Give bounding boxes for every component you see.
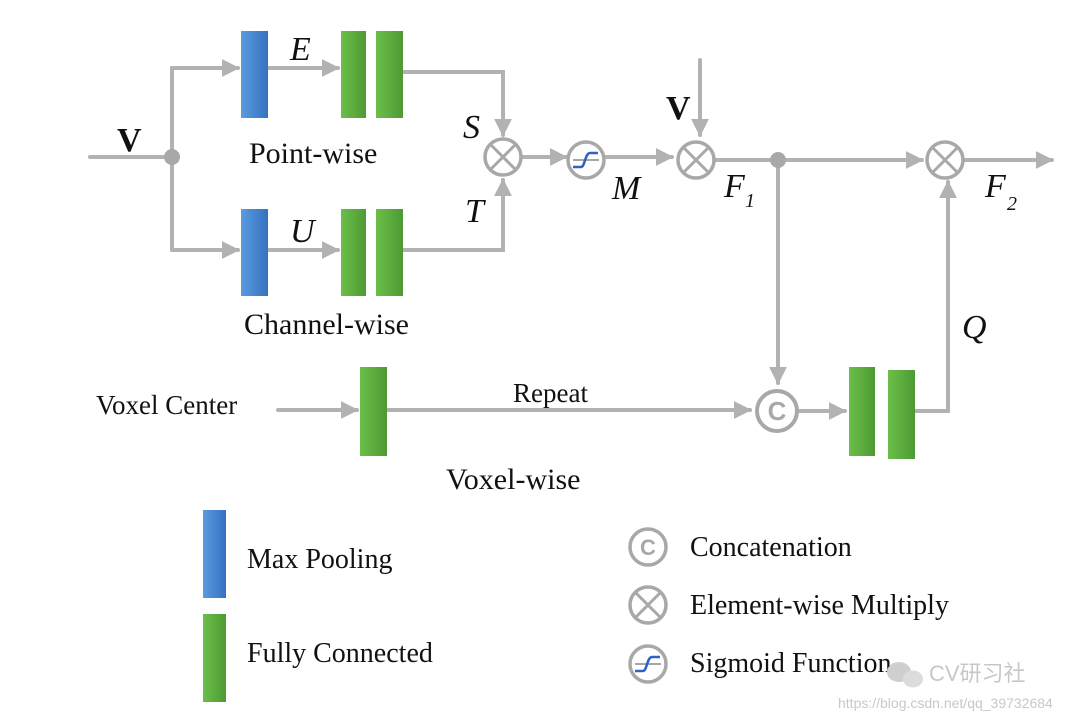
f1-label: F 1 <box>723 168 755 212</box>
channelwise-max-pool-block <box>241 209 268 296</box>
f1-junction-dot <box>770 152 786 168</box>
svg-text:F: F <box>723 168 746 205</box>
channelwise-fc-block-1 <box>341 209 366 296</box>
multiply-op-st <box>483 137 523 177</box>
svg-text:1: 1 <box>745 190 755 212</box>
wechat-logo-icon <box>887 662 923 688</box>
v-top-label: V <box>666 90 691 127</box>
q-label: Q <box>962 309 987 346</box>
legend-fully-connected-label: Fully Connected <box>247 638 433 669</box>
legend: Max Pooling Fully Connected C Concatenat… <box>203 510 949 702</box>
svg-text:2: 2 <box>1007 193 1017 215</box>
svg-text:C: C <box>640 535 656 560</box>
legend-max-pooling-label: Max Pooling <box>247 544 392 575</box>
pointwise-label: Point-wise <box>249 137 377 170</box>
legend-sigmoid-icon <box>628 644 668 684</box>
legend-concatenation-label: Concatenation <box>690 532 852 563</box>
channelwise-fc-block-2 <box>376 209 403 296</box>
legend-multiply-icon <box>628 585 668 625</box>
t-arrow <box>401 178 512 252</box>
channelwise-label: Channel-wise <box>244 308 409 341</box>
pointwise-fc-block-2 <box>376 31 403 118</box>
svg-text:F: F <box>984 168 1007 205</box>
concat-op: C <box>755 389 799 433</box>
voxel-center-label: Voxel Center <box>96 390 237 420</box>
split-junction-dot <box>164 149 180 165</box>
pointwise-fc-block-1 <box>341 31 366 118</box>
e-label: E <box>289 31 311 68</box>
watermark-brand: CV研习社 <box>929 661 1026 686</box>
pointwise-max-pool-block <box>241 31 268 118</box>
final-fc-block-1 <box>849 367 875 456</box>
q-arrow <box>913 180 957 413</box>
legend-element-wise-multiply-label: Element-wise Multiply <box>690 590 949 621</box>
repeat-label: Repeat <box>513 378 588 408</box>
multiply-op-v <box>676 140 716 180</box>
m-label: M <box>611 170 642 207</box>
s-label: S <box>463 109 480 146</box>
v-left-label: V <box>117 122 142 159</box>
legend-sigmoid-function-label: Sigmoid Function <box>690 648 891 679</box>
connectors <box>88 58 1054 420</box>
concat-glyph: C <box>768 396 787 426</box>
voxelwise-fc-block <box>360 367 387 456</box>
u-label: U <box>290 213 317 250</box>
sigmoid-op <box>566 140 606 180</box>
s-arrow <box>401 70 512 137</box>
watermark-url: https://blog.csdn.net/qq_39732684 <box>838 695 1053 711</box>
legend-fc-swatch <box>203 614 226 702</box>
final-fc-block-2 <box>888 370 915 459</box>
t-label: T <box>465 193 486 230</box>
legend-concat-icon: C <box>628 527 668 567</box>
legend-max-pool-swatch <box>203 510 226 598</box>
watermark: CV研习社 https://blog.csdn.net/qq_39732684 <box>838 661 1053 711</box>
multiply-op-q <box>925 140 965 180</box>
f2-label: F 2 <box>984 168 1017 215</box>
voxelwise-label: Voxel-wise <box>446 463 580 496</box>
